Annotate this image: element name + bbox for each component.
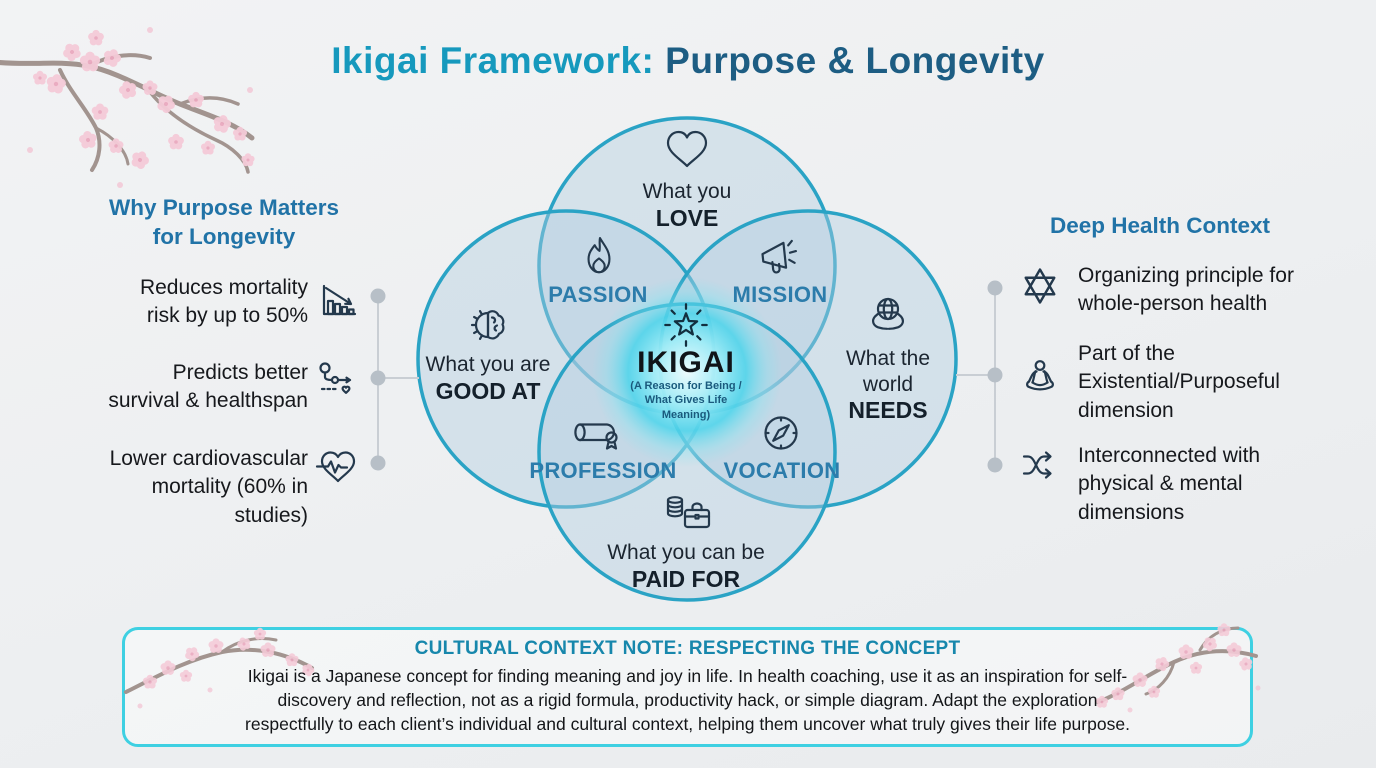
left-item-survival: Predicts better survival & healthspan xyxy=(108,361,308,413)
page-title-part1: Ikigai Framework: xyxy=(331,40,655,81)
coins-briefcase-icon xyxy=(666,496,711,529)
heart-pulse-icon xyxy=(315,451,356,483)
hands-globe-icon xyxy=(872,297,904,330)
shuffle-arrows-icon xyxy=(1022,451,1052,479)
venn-label-love: What you LOVE xyxy=(642,180,732,231)
right-item-organizing: Organizing principle for whole-person he… xyxy=(1078,264,1294,316)
meditation-icon xyxy=(1026,360,1054,391)
venn-label-paid-for: What you can be PAID FOR xyxy=(607,541,765,592)
ikigai-title: IKIGAI xyxy=(637,346,735,379)
page-title-part2: Purpose & Longevity xyxy=(665,40,1045,81)
sparkle-star-icon xyxy=(664,303,708,347)
note-body: Ikigai is a Japanese concept for finding… xyxy=(245,666,1130,734)
left-item-cardio: Lower cardiovascular mortality (60% in s… xyxy=(109,447,308,527)
right-item-existential: Part of the Existential/Purposeful dimen… xyxy=(1078,342,1280,422)
hexagram-star-icon xyxy=(1024,268,1056,304)
left-item-mortality: Reduces mortality risk by up to 50% xyxy=(139,276,308,328)
megaphone-icon xyxy=(761,239,797,274)
overlap-label-mission: MISSION xyxy=(732,282,828,307)
right-item-interconnected: Interconnected with physical & mental di… xyxy=(1078,444,1261,524)
overlap-label-vocation: VOCATION xyxy=(723,458,841,483)
right-connector-dots xyxy=(987,280,1003,473)
page-title: Ikigai Framework: Purpose & Longevity xyxy=(0,40,1376,82)
left-connector-dots xyxy=(370,288,386,471)
compass-icon xyxy=(764,416,798,450)
venn-label-good-at: What you are GOOD AT xyxy=(425,353,551,404)
left-panel-heading: Why Purpose Matters for Longevity xyxy=(108,195,340,250)
flame-icon xyxy=(587,237,611,274)
gear-brain-icon xyxy=(470,310,505,340)
right-panel-heading: Deep Health Context xyxy=(1049,213,1271,238)
venn-label-needs: What the world NEEDS xyxy=(845,347,931,424)
overlap-label-profession: PROFESSION xyxy=(529,458,677,483)
overlap-label-passion: PASSION xyxy=(548,282,648,307)
note-title: CULTURAL CONTEXT NOTE: RESPECTING THE CO… xyxy=(414,638,961,659)
journey-path-heart-icon xyxy=(319,362,352,394)
center-glow xyxy=(592,277,782,467)
ikigai-subtitle: (A Reason for Being / What Gives Life Me… xyxy=(630,380,742,421)
declining-bar-chart-icon xyxy=(322,284,357,316)
diploma-scroll-icon xyxy=(574,423,618,450)
heart-icon xyxy=(666,130,708,168)
